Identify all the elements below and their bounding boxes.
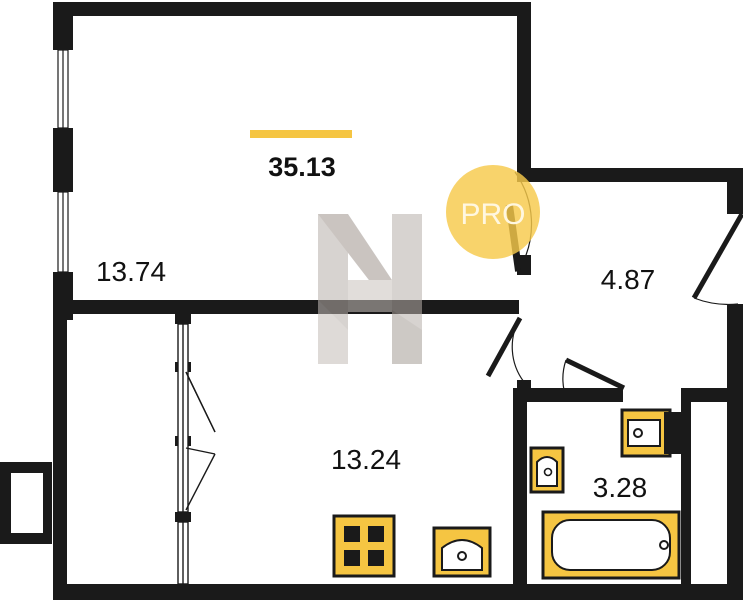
wall-partition-b: [517, 380, 531, 390]
wall-left-lower: [53, 300, 67, 600]
balcony-door: [177, 323, 216, 585]
window-upper: [57, 49, 69, 273]
kitchen-area-label: 13.24: [331, 444, 401, 475]
balcony: [0, 462, 52, 544]
total-area: 35.13: [250, 130, 352, 182]
total-area-value: 35.13: [268, 152, 336, 182]
watermark-logo: [318, 214, 422, 364]
wall-hall-right-a: [727, 168, 743, 214]
kitchen-sink: [432, 526, 492, 578]
bathroom-area-label: 3.28: [593, 472, 648, 503]
wall-left-upper-a: [53, 2, 73, 50]
bathtub: [541, 510, 681, 580]
wall-top: [53, 2, 531, 16]
wall-hall-right-b: [727, 304, 743, 600]
walls: [53, 2, 743, 600]
wall-bath-top: [513, 388, 623, 402]
wall-bath-left: [513, 388, 527, 588]
hallway-area-label: 4.87: [601, 264, 656, 295]
wall-bath-top-right: [681, 388, 743, 402]
pro-badge-label: PRO: [460, 198, 525, 231]
pro-badge: PRO: [446, 165, 540, 259]
wall-upper-right: [517, 2, 531, 170]
wall-left-upper-b: [53, 128, 73, 192]
bath-sink: [529, 446, 565, 494]
wall-bath-right: [681, 388, 691, 588]
wall-bottom: [53, 584, 743, 600]
room-area-label: 13.74: [96, 256, 166, 287]
toilet: [620, 408, 682, 458]
total-area-accent-bar: [250, 130, 352, 138]
stove: [332, 514, 396, 578]
wall-divider: [53, 300, 519, 314]
wall-hall-top: [517, 168, 743, 182]
